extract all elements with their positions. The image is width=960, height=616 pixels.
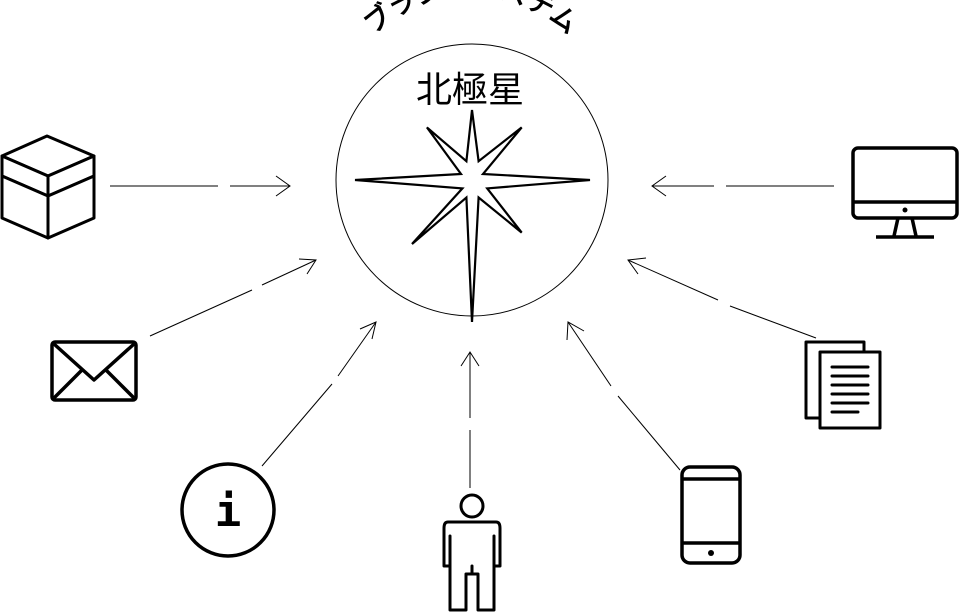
envelope-icon — [50, 340, 138, 402]
connectors — [110, 175, 834, 488]
desktop-monitor-icon — [851, 146, 959, 239]
info-icon: i — [180, 462, 276, 558]
package-box-icon — [0, 134, 96, 240]
smartphone-icon — [680, 465, 742, 565]
person-icon — [442, 493, 502, 612]
compass-star-icon — [354, 109, 591, 323]
connector-monitor — [651, 175, 834, 197]
info-glyph: i — [215, 486, 242, 537]
connector-info — [261, 321, 377, 467]
arc-label: ブランドシステム — [358, 0, 584, 40]
connector-package — [110, 175, 291, 197]
documents-icon — [804, 340, 882, 430]
center-title: 北極星 — [416, 70, 524, 111]
arc-label-text: ブランドシステム — [358, 0, 584, 40]
connector-envelope — [149, 258, 317, 337]
connector-person — [460, 351, 480, 488]
connector-smartphone — [566, 321, 681, 471]
connector-documents — [627, 257, 817, 339]
